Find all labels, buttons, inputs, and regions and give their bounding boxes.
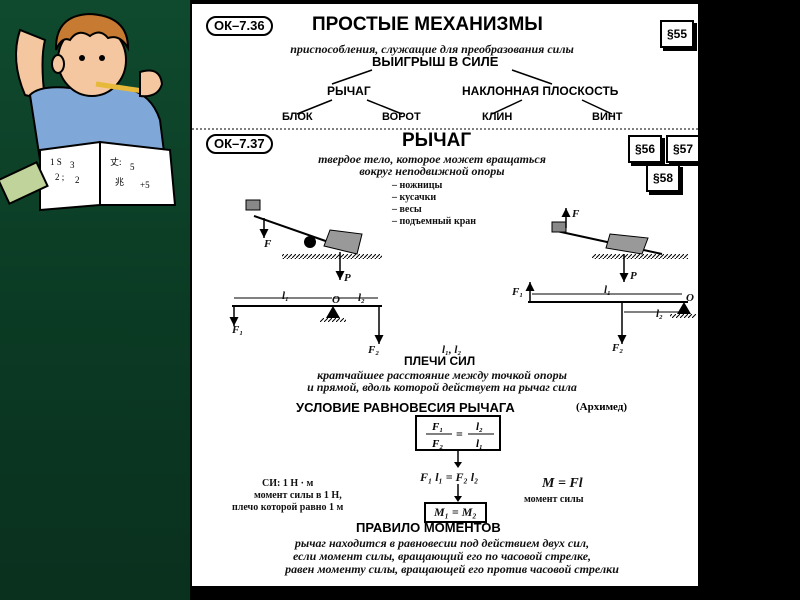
para-58: §58 [646,164,680,192]
weight-P-left: P [344,272,351,284]
simple-mechanisms-title: ПРОСТЫЕ МЕХАНИЗМЫ [312,14,543,35]
arms-definition-1: кратчайшее расстояние между точкой опоры [317,368,567,382]
example-2: – кусачки [392,192,437,203]
moment-equality: M₁ = M₂ [424,502,487,523]
rule-of-moments-title: ПРАВИЛО МОМЕНТОВ [356,520,501,535]
force-F-left: F [264,238,272,250]
ok-737-badge: ОК–7.37 [206,134,273,154]
force-F1-left: F₁ [232,324,244,336]
force-F1-right: F₁ [512,286,524,298]
moment-formula: M = Fl [542,476,583,491]
student-illustration: 1 S 3 2 ; 2 丈: 5 兆 +5 [0,12,177,212]
force-F2-left: F₂ [368,344,380,356]
arms-symbols: l₁, l₂ [442,344,462,356]
ok-736-badge: ОК–7.36 [206,16,273,36]
lever-equation-box: F₁ F₂ = l₂ l₁ [415,415,501,454]
arm-l2-right: l₂ [656,308,663,320]
arms-definition-2: и прямой, вдоль которой действует на рыч… [307,380,577,394]
moment-label: момент силы [524,494,584,505]
example-4: – подъемный кран [392,216,477,227]
lever-diagrams [229,199,696,344]
arms-title: ПЛЕЧИ СИЛ [404,354,476,368]
example-1: – ножницы [392,180,443,191]
svg-text:丈:: 丈: [110,157,122,167]
arm-l1-left: l₁ [282,290,289,302]
block-label: БЛОК [282,111,313,123]
para-55: §55 [660,20,694,48]
pivot-O-left: O [332,294,340,306]
example-3: – весы [392,204,422,215]
archimedes-label: (Архимед) [576,401,628,413]
inclined-plane-category: НАКЛОННАЯ ПЛОСКОСТЬ [462,84,619,98]
vorot-label: ВОРОТ [382,111,421,123]
moment-equation: F₁ l₁ = F₂ l₂ [420,470,479,484]
arm-l2-left: l₂ [358,292,365,304]
lever-category: РЫЧАГ [327,84,371,98]
svg-text:l₂: l₂ [476,421,483,433]
rule-text-1: рычаг находится в равновесии под действи… [294,536,590,550]
mechanisms-description: приспособления, служащие для преобразова… [290,42,574,56]
svg-text:l₁: l₁ [476,438,483,450]
si-description-1: момент силы в 1 Н, [254,490,342,501]
si-description-2: плечо которой равно 1 м [232,502,344,513]
si-unit: СИ: 1 Н · м [262,478,314,489]
force-F2-right: F₂ [612,342,624,354]
force-F-right: F [572,208,580,220]
svg-text:兆: 兆 [115,177,124,187]
equilibrium-title: УСЛОВИЕ РАВНОВЕСИЯ РЫЧАГА [296,400,515,415]
arm-l1-right: l₁ [604,284,611,296]
svg-text:3: 3 [70,160,75,170]
svg-text:F₂: F₂ [431,438,443,450]
rule-text-3: равен моменту силы, вращающей его против… [285,562,619,576]
para-57: §57 [666,135,700,163]
green-side-panel: 1 S 3 2 ; 2 丈: 5 兆 +5 [0,0,190,600]
weight-P-right: P [630,270,637,282]
svg-text:2 ;: 2 ; [55,172,64,182]
lever-definition-2: вокруг неподвижной опоры [359,164,505,178]
rule-text-2: если момент силы, вращающий его по часов… [292,549,592,563]
svg-text:5: 5 [130,162,135,172]
svg-text:+5: +5 [140,180,150,190]
force-gain-label: ВЫИГРЫШ В СИЛЕ [372,54,499,69]
textbook-sheet: ОК–7.36 ПРОСТЫЕ МЕХАНИЗМЫ §55 приспособл… [192,4,700,586]
equation-arrows [454,450,462,502]
lever-definition-1: твердое тело, которое может вращаться [318,152,546,166]
svg-text:1 S: 1 S [50,157,62,167]
para-56: §56 [628,135,662,163]
svg-text:F₁: F₁ [431,421,443,433]
lever-title: РЫЧАГ [402,130,472,151]
pivot-O-right: O [686,292,694,304]
mechanisms-tree-lines [192,69,698,130]
svg-text:2: 2 [75,175,80,185]
wedge-label: КЛИН [482,111,513,123]
screw-label: ВИНТ [592,111,623,123]
svg-text:=: = [456,427,463,441]
